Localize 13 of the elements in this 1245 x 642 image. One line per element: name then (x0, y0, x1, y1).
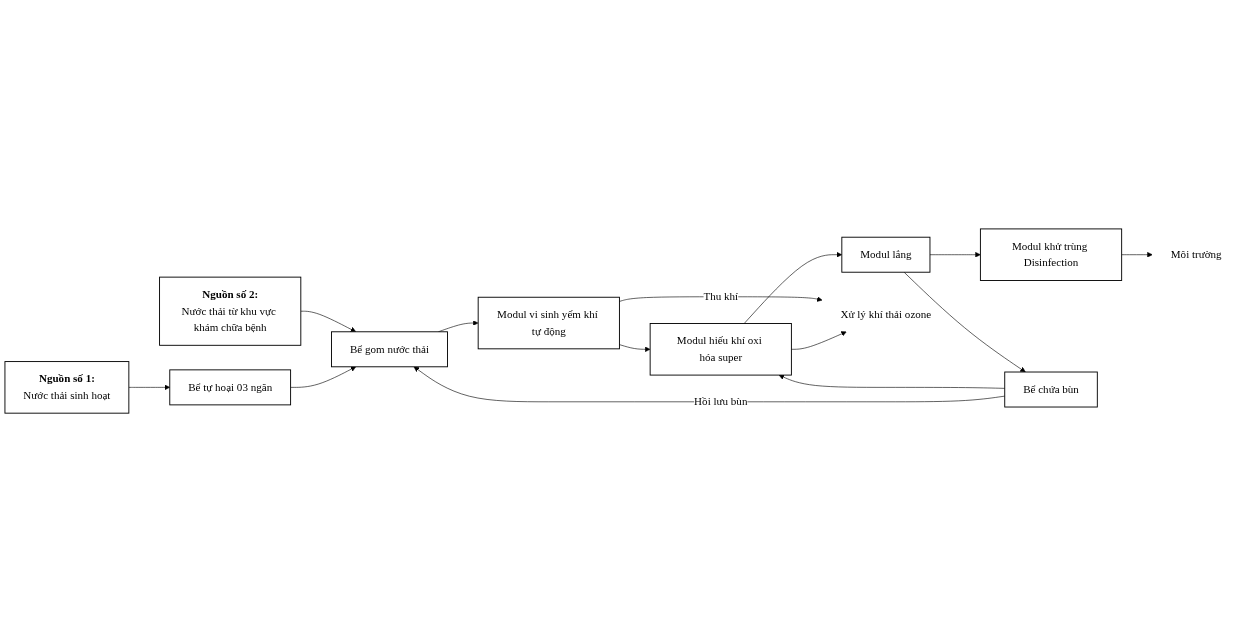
node-box: Modul hiếu khí oxi hóa super (649, 323, 792, 376)
node-text: Xử lý khí thải ozone (840, 307, 932, 321)
edge-label: Hồi lưu bùn (694, 395, 748, 408)
node-text: Môi trường (1170, 248, 1222, 261)
node-box: Modul khử trùng Disinfection (979, 228, 1123, 281)
node-box: Modul vi sinh yếm khí tự động (477, 296, 620, 350)
node-box: Nguồn số 2: Nước thải từ khu vực khám chữa bệnh (159, 276, 302, 346)
node-box: Bể tự hoại 03 ngăn (169, 369, 292, 406)
node-box: Bể gom nước thải (331, 331, 448, 368)
node-box: Nguồn số 1: Nước thải sinh hoạt (4, 361, 130, 414)
node-box: Bể chứa bùn (1004, 371, 1098, 408)
edge-label: Thu khí (703, 290, 739, 303)
node-box: Modul lắng (841, 236, 931, 273)
